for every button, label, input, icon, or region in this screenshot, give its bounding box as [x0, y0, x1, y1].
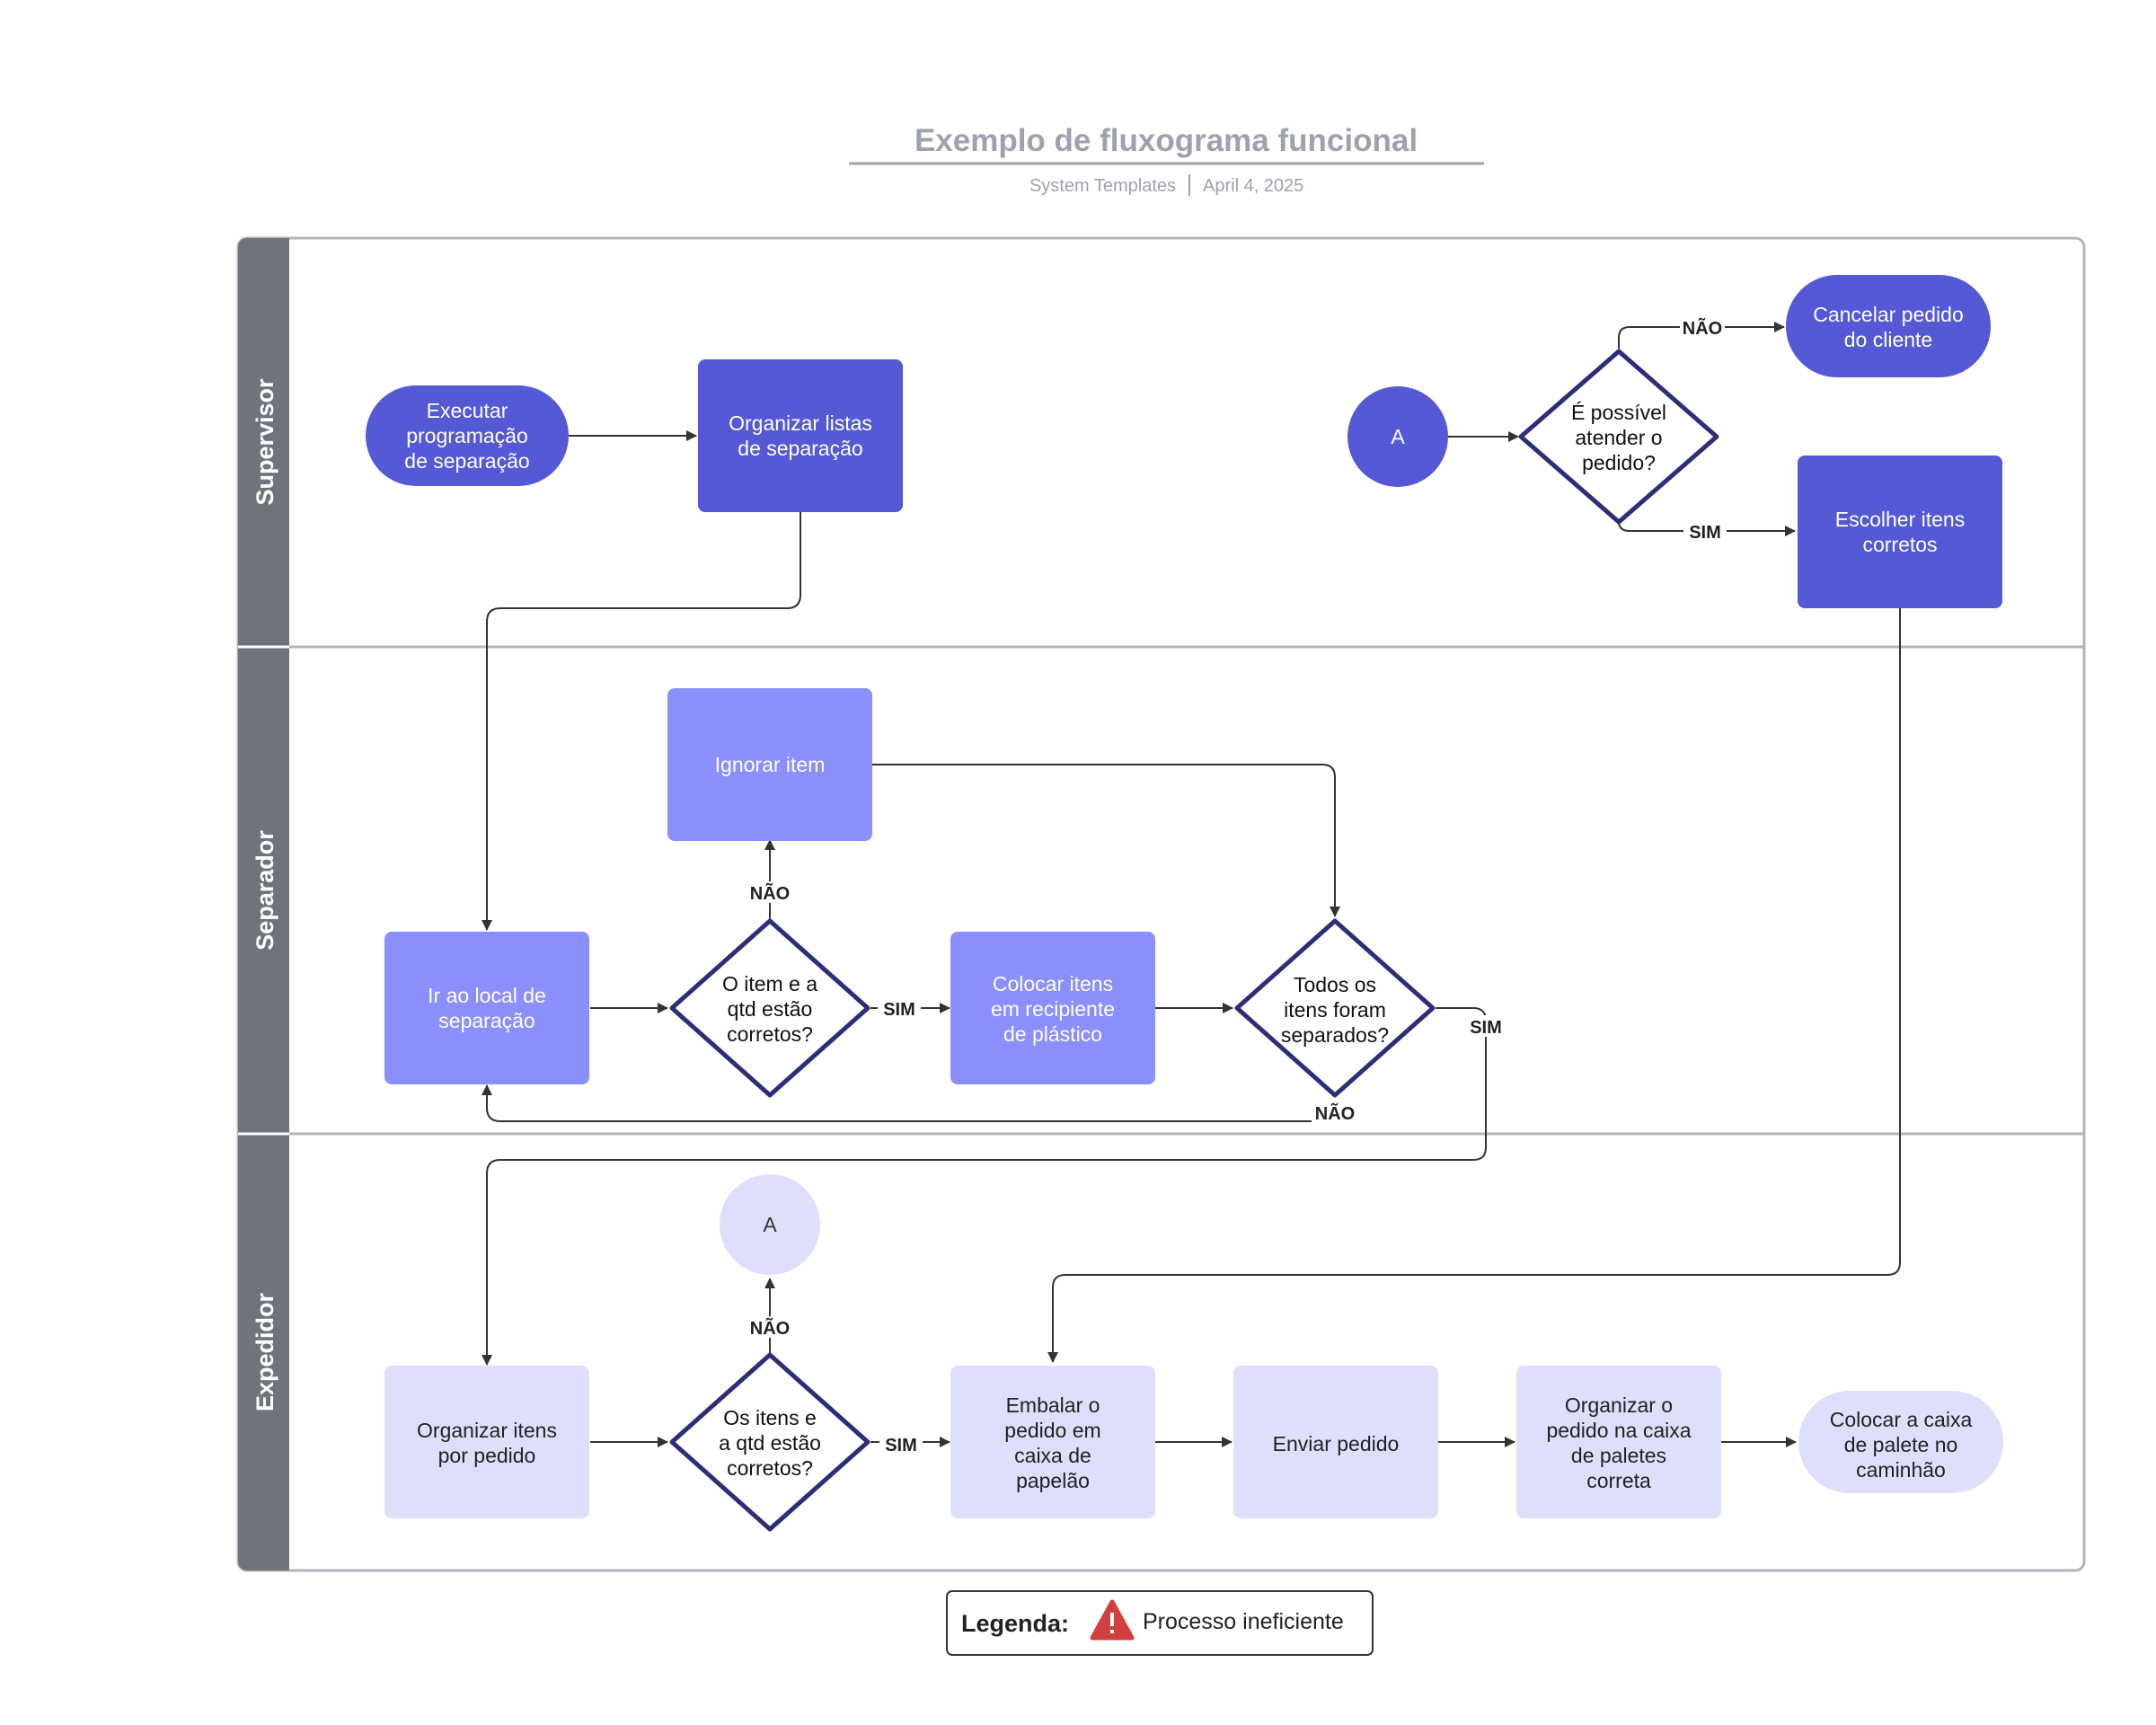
lane-label-separador: Separador [252, 830, 278, 951]
connector-a-supervisor[interactable]: A [1348, 386, 1448, 487]
edge-ignorar-to-todos [872, 764, 1340, 917]
edge-label-sim: SIM [1470, 1018, 1502, 1038]
edge-label-nao: NÃO [750, 1318, 790, 1339]
edge-organizar-to-ir-local [482, 512, 801, 931]
edge-labels: NÃO SIM NÃO SIM SIM NÃO NÃO SIM [747, 316, 1727, 1455]
node-enviar-pedido[interactable]: Enviar pedido [1233, 1366, 1438, 1518]
edge-todos-nao-to-ir-local [482, 1084, 1313, 1122]
node-label: Enviar pedido [1273, 1432, 1400, 1455]
edge-label-sim: SIM [885, 1436, 917, 1455]
edge-todos-sim-to-organizar-pedido [482, 1007, 1487, 1366]
edge-label-sim: SIM [1689, 523, 1721, 543]
header: Exemplo de fluxograma funcional System T… [849, 123, 1484, 196]
node-label: A [1391, 425, 1405, 448]
date-label: April 4, 2025 [1203, 176, 1303, 196]
swimlane-frame: Supervisor Separador Expedidor [236, 236, 2086, 1572]
lane-label-expedidor: Expedidor [252, 1293, 278, 1412]
node-ignorar-item[interactable]: Ignorar item [667, 688, 872, 841]
node-label: Ignorar item [715, 753, 826, 776]
legend-item-processo-ineficiente: Processo ineficiente [1143, 1609, 1344, 1634]
node-label: A [763, 1213, 777, 1236]
edge-label-sim: SIM [883, 1000, 915, 1020]
legend-label: Legenda: [961, 1610, 1069, 1637]
edge-label-nao: NÃO [1683, 318, 1722, 339]
legend: Legenda: Processo ineficiente [946, 1590, 1374, 1656]
legend-box [946, 1590, 1374, 1656]
lane-label-supervisor: Supervisor [252, 378, 278, 506]
edge-label-nao: NÃO [1315, 1103, 1355, 1124]
author-label: System Templates [1029, 176, 1176, 196]
warning-triangle-icon [1090, 1599, 1135, 1641]
edge-decisao-nao-to-cancelar [1618, 322, 1785, 349]
lane-header-column [238, 238, 289, 1570]
page-title: Exemplo de fluxograma funcional [915, 123, 1418, 158]
edges [482, 322, 1901, 1447]
edge-label-nao: NÃO [750, 883, 790, 904]
edge-escolher-to-embalar [1047, 608, 1901, 1363]
connector-a-expedidor[interactable]: A [720, 1174, 820, 1275]
